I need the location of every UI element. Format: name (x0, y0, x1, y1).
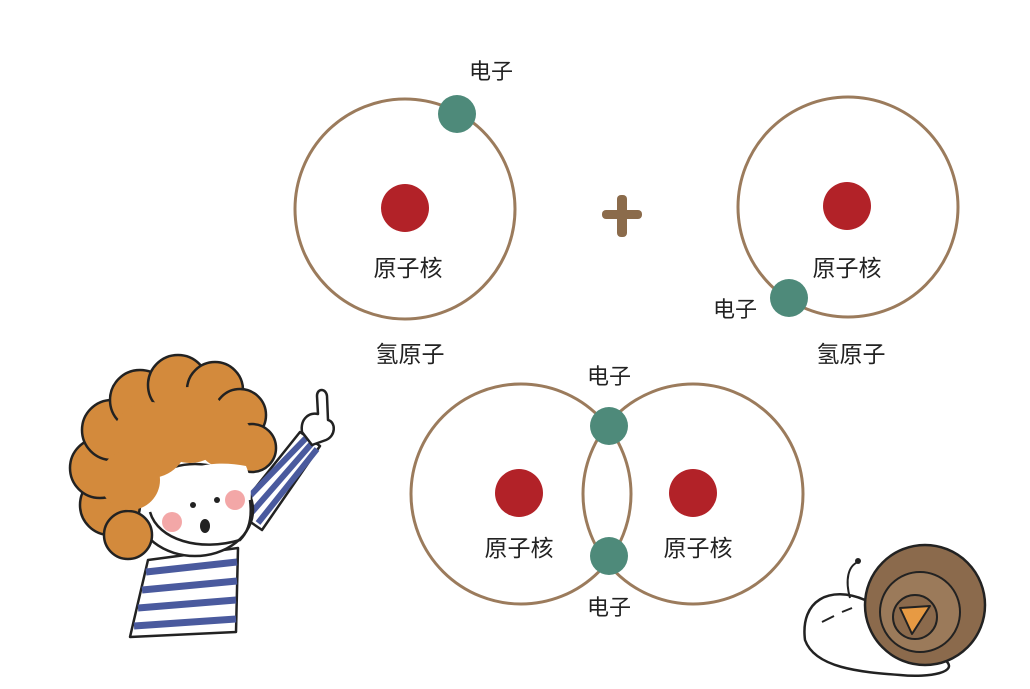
electron-label-bottom: 电子 (587, 596, 631, 621)
nucleus-label-molecule-left: 原子核 (485, 536, 554, 562)
child-illustration (68, 353, 335, 639)
atom-label-right: 氢原子 (817, 342, 886, 368)
molecule-nucleus-right (669, 469, 717, 517)
nucleus-label-right: 原子核 (813, 256, 882, 282)
snail-illustration (803, 543, 987, 677)
hydrogen-molecule: 电子 电子 原子核 原子核 (409, 365, 805, 621)
child-torso (128, 546, 240, 639)
nucleus-left (381, 184, 429, 232)
plus-sign (602, 195, 642, 237)
shared-electron-bottom (590, 537, 628, 575)
molecule-orbit-right (581, 382, 805, 606)
shared-electron-top (590, 407, 628, 445)
snail-antenna (846, 561, 859, 599)
electron-right (770, 279, 808, 317)
child-curly-hair (68, 353, 278, 561)
nucleus-right (823, 182, 871, 230)
nucleus-label-left: 原子核 (374, 256, 443, 282)
child-raised-arm (234, 430, 322, 532)
orbit-left (293, 97, 517, 321)
electron-label-left: 电子 (469, 60, 513, 85)
electron-left (438, 95, 476, 133)
hydrogen-atom-left: 电子 原子核 氢原子 (293, 60, 517, 368)
electron-label-top: 电子 (587, 365, 631, 390)
hydrogen-atom-right: 电子 原子核 氢原子 (713, 95, 960, 368)
molecule-nucleus-left (495, 469, 543, 517)
atom-label-left: 氢原子 (376, 342, 445, 368)
orbit-right (736, 95, 960, 319)
nucleus-label-molecule-right: 原子核 (664, 536, 733, 562)
molecule-orbit-left (409, 382, 633, 606)
child-pointing-hand (300, 388, 335, 447)
snail-eye-right (841, 607, 853, 613)
snail-eye-left (821, 615, 835, 623)
electron-label-right: 电子 (713, 298, 757, 323)
